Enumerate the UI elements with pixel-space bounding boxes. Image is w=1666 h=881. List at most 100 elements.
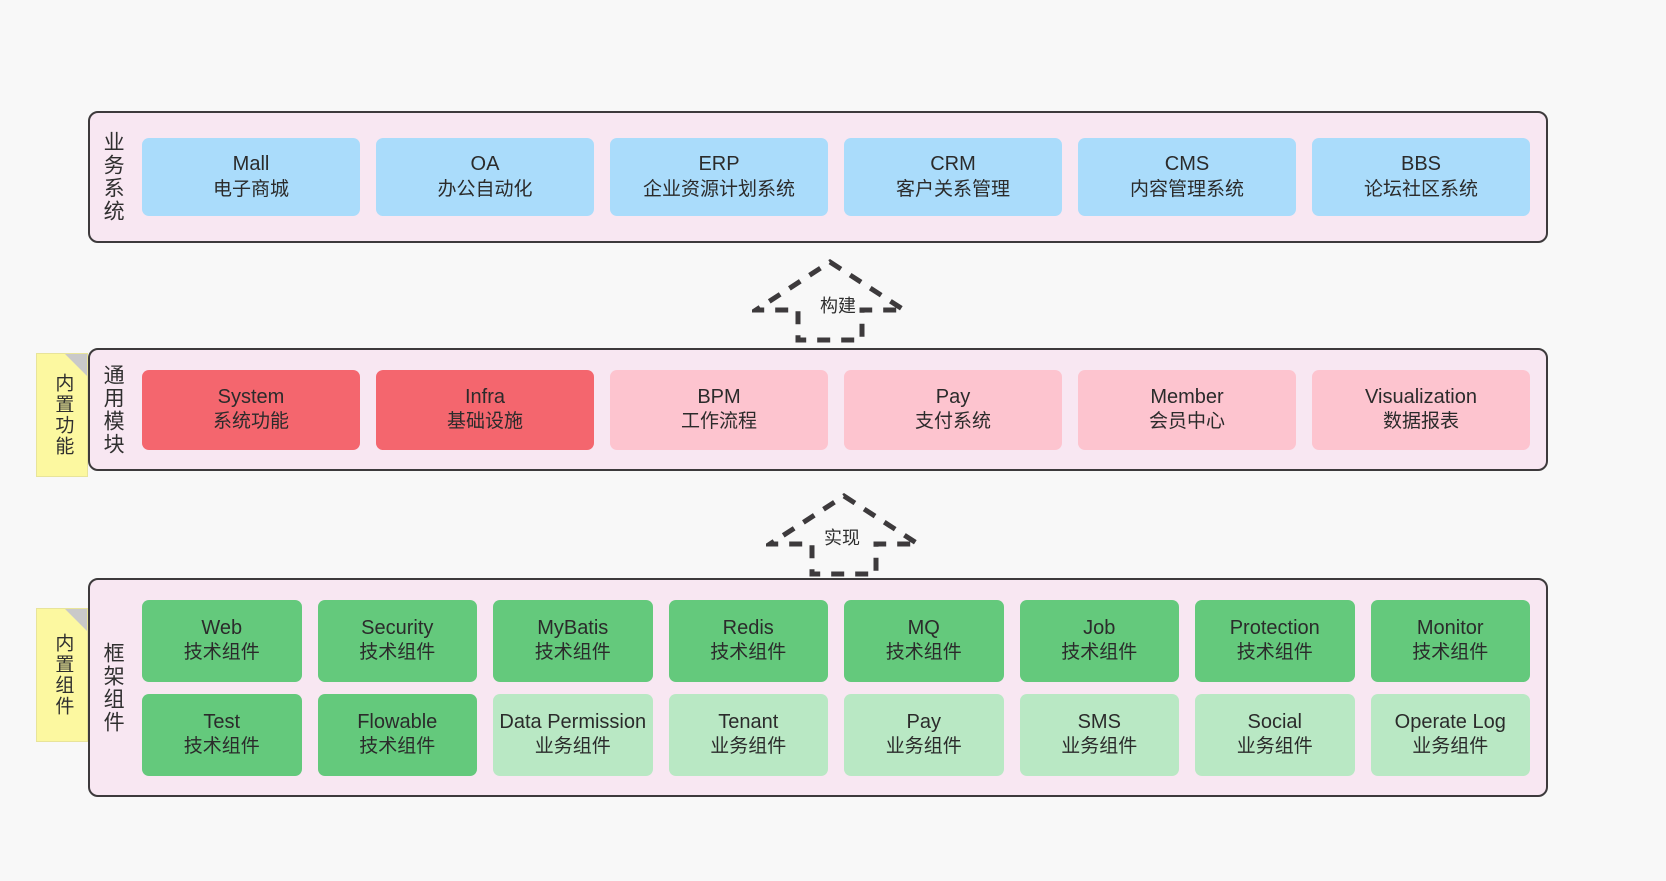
card-data-permission-subtitle: 业务组件 — [534, 736, 611, 758]
card-erp-title: ERP — [698, 153, 740, 176]
card-mybatis[interactable]: MyBatis 技术组件 — [493, 599, 653, 682]
modules-card-row: System 系统功能 Infra 基础设施 BPM 工作流程 Pay 支付系统… — [142, 369, 1530, 450]
card-bbs-subtitle: 论坛社区系统 — [1363, 178, 1478, 200]
card-flowable-title: Flowable — [357, 710, 438, 733]
card-operate-log[interactable]: Operate Log 业务组件 — [1370, 693, 1530, 776]
card-sms-title: SMS — [1077, 710, 1121, 733]
card-sms[interactable]: SMS 业务组件 — [1019, 693, 1179, 776]
card-pay-component-title: Pay — [906, 710, 941, 733]
sticky-note-builtin-components: 内置组件 — [36, 608, 88, 742]
card-flowable[interactable]: Flowable 技术组件 — [317, 693, 477, 776]
layer-common-modules: 通用模块 System 系统功能 Infra 基础设施 BPM 工作流程 Pay… — [88, 348, 1548, 471]
build-arrow-icon — [752, 259, 908, 343]
card-pay-component-subtitle: 业务组件 — [885, 736, 962, 758]
card-mall[interactable]: Mall 电子商城 — [142, 138, 360, 216]
card-protection-subtitle: 技术组件 — [1236, 642, 1313, 664]
card-job-subtitle: 技术组件 — [1061, 642, 1138, 664]
card-system-subtitle: 系统功能 — [212, 411, 289, 433]
build-arrow-label: 构建 — [820, 296, 856, 316]
card-mall-title: Mall — [232, 153, 270, 176]
card-mq[interactable]: MQ 技术组件 — [844, 599, 1004, 682]
card-bbs[interactable]: BBS 论坛社区系统 — [1312, 138, 1530, 216]
card-crm-title: CRM — [930, 153, 976, 176]
card-bpm-title: BPM — [697, 385, 741, 408]
card-crm-subtitle: 客户关系管理 — [895, 178, 1010, 200]
card-visualization-title: Visualization — [1365, 385, 1477, 408]
layer-framework-components-title: 框架组件 — [101, 641, 125, 734]
card-oa-subtitle: 办公自动化 — [437, 178, 533, 200]
card-security[interactable]: Security 技术组件 — [317, 599, 477, 682]
layer-common-modules-title: 通用模块 — [101, 363, 125, 456]
card-security-subtitle: 技术组件 — [359, 642, 436, 664]
card-test-subtitle: 技术组件 — [183, 736, 260, 758]
card-test-title: Test — [203, 710, 241, 733]
card-tenant[interactable]: Tenant 业务组件 — [668, 693, 828, 776]
card-mybatis-title: MyBatis — [537, 616, 609, 639]
card-infra-title: Infra — [464, 385, 506, 408]
card-security-title: Security — [361, 616, 434, 639]
card-system-title: System — [217, 385, 285, 408]
card-pay-module-title: Pay — [935, 385, 971, 408]
card-protection[interactable]: Protection 技术组件 — [1195, 599, 1355, 682]
card-redis-subtitle: 技术组件 — [710, 642, 787, 664]
card-redis[interactable]: Redis 技术组件 — [668, 599, 828, 682]
card-crm[interactable]: CRM 客户关系管理 — [844, 138, 1062, 216]
card-monitor-title: Monitor — [1416, 616, 1484, 639]
card-tenant-title: Tenant — [718, 710, 779, 733]
card-cms-title: CMS — [1164, 153, 1210, 176]
card-member-subtitle: 会员中心 — [1148, 411, 1225, 433]
card-tenant-subtitle: 业务组件 — [710, 736, 787, 758]
sticky-note-builtin-components-label: 内置组件 — [52, 633, 74, 717]
card-test[interactable]: Test 技术组件 — [142, 693, 302, 776]
card-job[interactable]: Job 技术组件 — [1019, 599, 1179, 682]
card-erp[interactable]: ERP 企业资源计划系统 — [610, 138, 828, 216]
card-data-permission[interactable]: Data Permission 业务组件 — [493, 693, 653, 776]
card-pay-module[interactable]: Pay 支付系统 — [844, 369, 1062, 450]
card-social-subtitle: 业务组件 — [1236, 736, 1313, 758]
card-mall-subtitle: 电子商城 — [212, 178, 289, 200]
card-data-permission-title: Data Permission — [499, 710, 647, 733]
card-monitor[interactable]: Monitor 技术组件 — [1370, 599, 1530, 682]
card-mq-title: MQ — [907, 616, 940, 639]
card-social[interactable]: Social 业务组件 — [1195, 693, 1355, 776]
card-web-subtitle: 技术组件 — [183, 642, 260, 664]
framework-card-row-1: Web 技术组件 Security 技术组件 MyBatis 技术组件 Redi… — [142, 599, 1530, 682]
business-card-row: Mall 电子商城 OA 办公自动化 ERP 企业资源计划系统 CRM 客户关系… — [142, 138, 1530, 216]
card-operate-log-title: Operate Log — [1394, 710, 1506, 733]
card-job-title: Job — [1083, 616, 1116, 639]
card-social-title: Social — [1247, 710, 1302, 733]
card-redis-title: Redis — [722, 616, 774, 639]
card-oa-title: OA — [470, 153, 500, 176]
card-operate-log-subtitle: 业务组件 — [1412, 736, 1489, 758]
card-protection-title: Protection — [1229, 616, 1320, 639]
card-flowable-subtitle: 技术组件 — [359, 736, 436, 758]
sticky-note-builtin-features: 内置功能 — [36, 353, 88, 477]
card-infra-subtitle: 基础设施 — [446, 411, 523, 433]
card-visualization-subtitle: 数据报表 — [1382, 411, 1459, 433]
layer-business-systems: 业务系统 Mall 电子商城 OA 办公自动化 ERP 企业资源计划系统 CRM… — [88, 111, 1548, 243]
card-bbs-title: BBS — [1400, 153, 1442, 176]
implement-arrow-icon — [766, 493, 922, 577]
implement-arrow-label: 实现 — [824, 528, 860, 548]
card-bpm[interactable]: BPM 工作流程 — [610, 369, 828, 450]
layer-business-systems-body: Mall 电子商城 OA 办公自动化 ERP 企业资源计划系统 CRM 客户关系… — [134, 113, 1546, 241]
card-web[interactable]: Web 技术组件 — [142, 599, 302, 682]
card-web-title: Web — [201, 616, 243, 639]
card-system[interactable]: System 系统功能 — [142, 369, 360, 450]
card-member[interactable]: Member 会员中心 — [1078, 369, 1296, 450]
layer-business-systems-title: 业务系统 — [101, 131, 125, 223]
card-pay-component[interactable]: Pay 业务组件 — [844, 693, 1004, 776]
sticky-note-builtin-features-label: 内置功能 — [52, 373, 74, 457]
card-cms[interactable]: CMS 内容管理系统 — [1078, 138, 1296, 216]
layer-framework-components-body: Web 技术组件 Security 技术组件 MyBatis 技术组件 Redi… — [134, 580, 1546, 795]
card-pay-module-subtitle: 支付系统 — [914, 411, 991, 433]
card-erp-subtitle: 企业资源计划系统 — [642, 178, 795, 200]
layer-framework-components: 框架组件 Web 技术组件 Security 技术组件 MyBatis 技术组件… — [88, 578, 1548, 797]
card-mq-subtitle: 技术组件 — [885, 642, 962, 664]
card-oa[interactable]: OA 办公自动化 — [376, 138, 594, 216]
card-visualization[interactable]: Visualization 数据报表 — [1312, 369, 1530, 450]
card-cms-subtitle: 内容管理系统 — [1129, 178, 1244, 200]
card-infra[interactable]: Infra 基础设施 — [376, 369, 594, 450]
framework-card-row-2: Test 技术组件 Flowable 技术组件 Data Permission … — [142, 693, 1530, 776]
